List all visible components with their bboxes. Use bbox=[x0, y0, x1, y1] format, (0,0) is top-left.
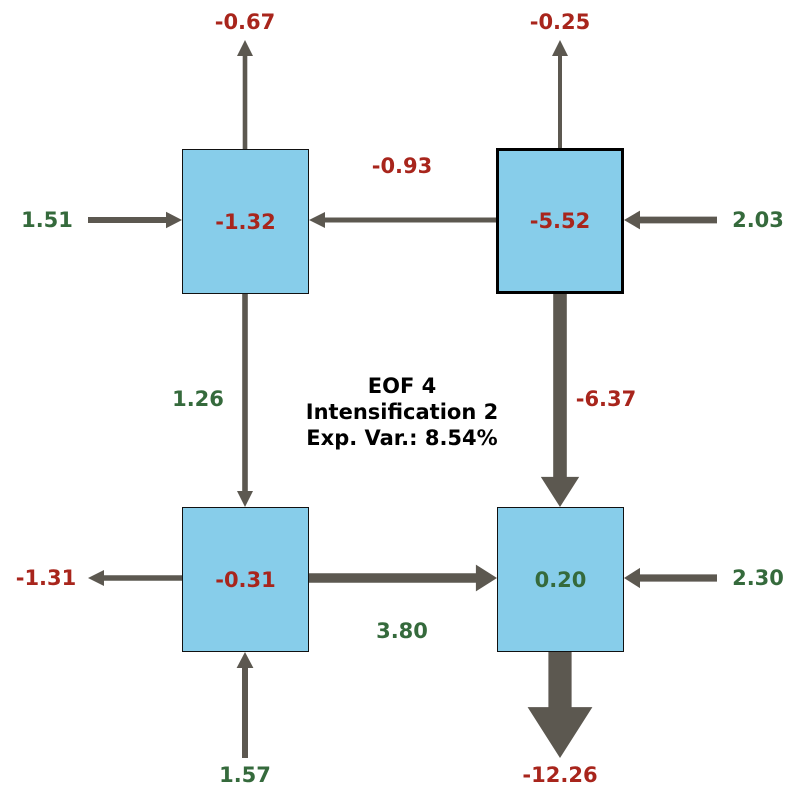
flow-arrow-tr-to-tl bbox=[309, 212, 496, 228]
box-top-left: -1.32 bbox=[182, 149, 309, 294]
box-bottom-right: 0.20 bbox=[497, 507, 624, 652]
box-value: -0.31 bbox=[215, 567, 276, 592]
flow-arrow-in-left-tl bbox=[88, 211, 182, 229]
box-bottom-left: -0.31 bbox=[182, 507, 309, 652]
flow-arrow-in-right-tr bbox=[624, 210, 717, 230]
flow-arrow-tl-out-top bbox=[237, 40, 253, 149]
flow-label-in-right-br: 2.30 bbox=[732, 566, 784, 590]
flow-arrow-in-bottom-bl bbox=[236, 652, 254, 758]
flow-arrow-tr-out-top bbox=[552, 40, 568, 148]
flow-label-in-right-tr: 2.03 bbox=[732, 208, 784, 232]
flow-label-in-left-tl: 1.51 bbox=[21, 208, 73, 232]
flow-label-tl-out-top: -0.67 bbox=[214, 10, 276, 34]
flow-arrow-tr-to-br bbox=[540, 294, 580, 507]
flow-label-tr-to-br: -6.37 bbox=[575, 387, 637, 411]
box-value: -1.32 bbox=[215, 209, 276, 234]
title-line-3: Exp. Var.: 8.54% bbox=[306, 426, 498, 450]
flow-arrow-br-out-bottom bbox=[527, 652, 593, 758]
box-value: -5.52 bbox=[529, 209, 591, 233]
flow-arrow-bl-out-left bbox=[88, 570, 182, 586]
box-top-right: -5.52 bbox=[496, 148, 624, 294]
flow-label-br-out-bottom: -12.26 bbox=[522, 763, 598, 787]
flow-label-tl-to-bl: 1.26 bbox=[172, 387, 224, 411]
title-line-2: Intensification 2 bbox=[305, 400, 499, 424]
flow-arrow-bl-to-br bbox=[309, 564, 497, 592]
flow-label-bl-to-br: 3.80 bbox=[376, 619, 428, 643]
box-value: 0.20 bbox=[534, 567, 587, 592]
flow-label-bl-out-left: -1.31 bbox=[15, 566, 77, 590]
flow-label-in-bottom-bl: 1.57 bbox=[219, 763, 271, 787]
flow-arrow-in-right-br bbox=[624, 567, 717, 589]
diagram-title: EOF 4 Intensification 2 Exp. Var.: 8.54% bbox=[306, 373, 498, 451]
flow-arrow-tl-to-bl bbox=[237, 294, 253, 507]
flow-label-tr-out-top: -0.25 bbox=[529, 10, 591, 34]
title-line-1: EOF 4 bbox=[367, 374, 437, 398]
flow-label-tr-to-tl: -0.93 bbox=[371, 154, 433, 178]
